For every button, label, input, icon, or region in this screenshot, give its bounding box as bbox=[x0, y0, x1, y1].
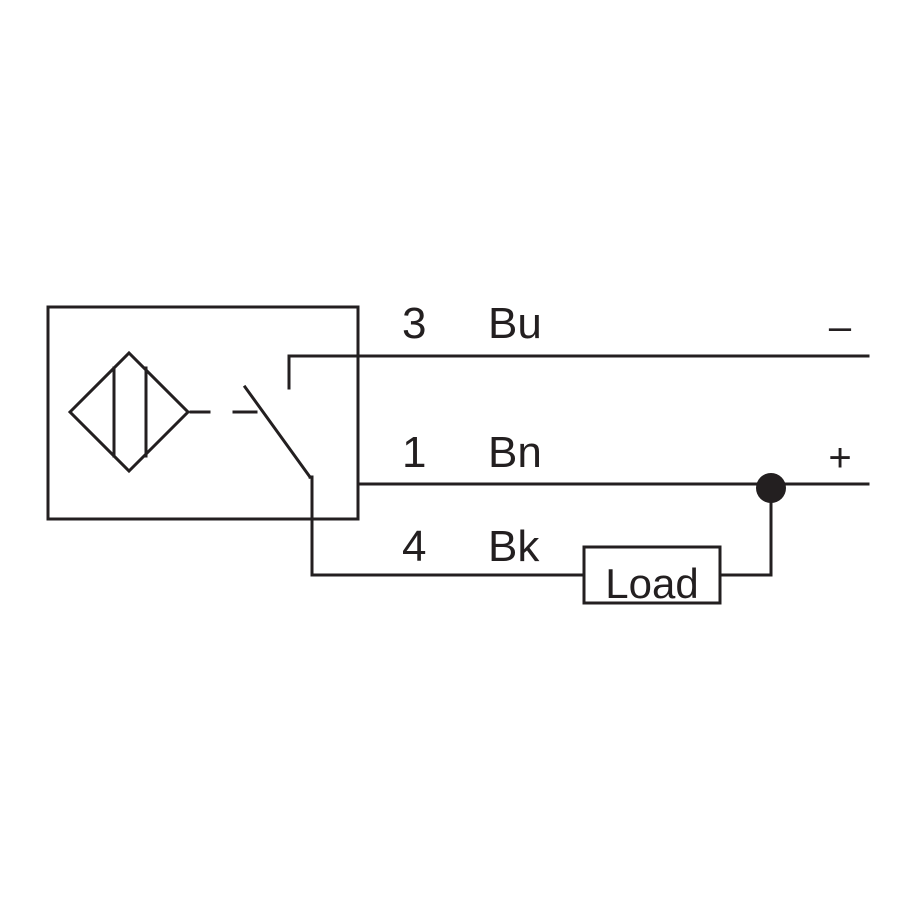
switch-contact bbox=[242, 384, 314, 480]
load-return-wire bbox=[718, 486, 773, 577]
wire-3 bbox=[287, 354, 870, 390]
wire-3-number: 3 bbox=[402, 299, 426, 348]
load-box bbox=[582, 545, 722, 605]
load-label: Load bbox=[605, 560, 698, 607]
wire-3-polarity: – bbox=[829, 305, 852, 349]
wire-1-polarity: + bbox=[828, 436, 851, 480]
inductive-sensor-icon bbox=[67, 350, 191, 474]
junction-dot bbox=[756, 473, 786, 503]
wire-3-color: Bu bbox=[488, 299, 542, 348]
sensor-housing bbox=[46, 305, 360, 521]
wire-4-number: 4 bbox=[402, 522, 426, 571]
wire-4 bbox=[310, 475, 586, 577]
wire-1-color: Bn bbox=[488, 428, 542, 477]
wire-4-color: Bk bbox=[488, 522, 540, 571]
wire-1-number: 1 bbox=[402, 428, 426, 477]
